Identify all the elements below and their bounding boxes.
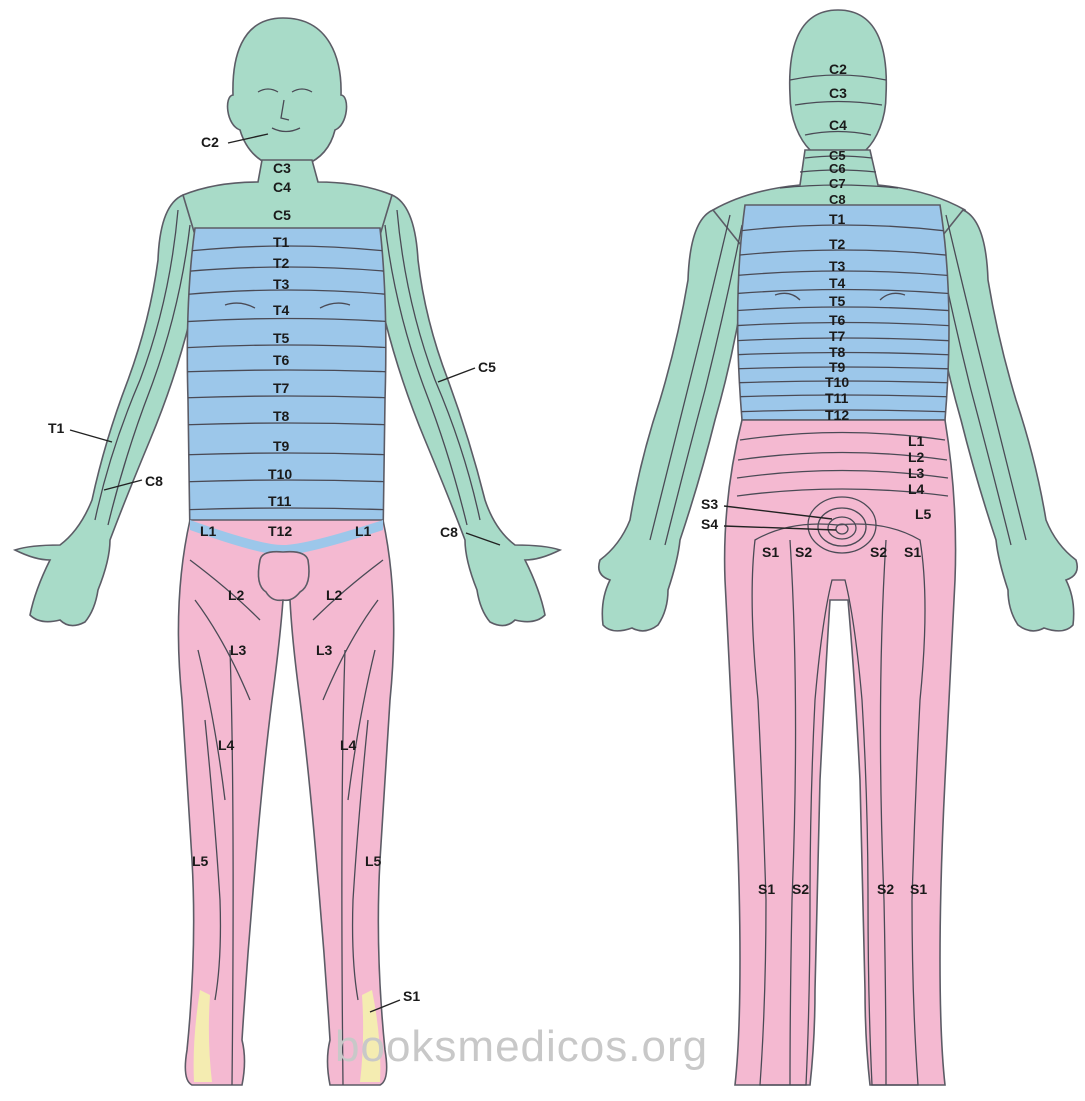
label-arm-left-c8: C8 <box>145 473 163 489</box>
label-p-l4: L4 <box>908 481 925 497</box>
label-p-buttock-s1-left: S1 <box>762 544 779 560</box>
label-left-l2: L2 <box>228 587 245 603</box>
label-p-calf-s2-right: S2 <box>877 881 894 897</box>
label-p-t11: T11 <box>825 390 849 406</box>
label-p-buttock-s2-left: S2 <box>795 544 812 560</box>
label-p-t10: T10 <box>825 374 849 390</box>
label-t3: T3 <box>273 276 290 292</box>
label-t2: T2 <box>273 255 290 271</box>
label-p-t12: T12 <box>825 407 849 423</box>
label-right-l1: L1 <box>355 523 372 539</box>
anterior-legs <box>178 520 393 1085</box>
label-t7: T7 <box>273 380 290 396</box>
label-p-t9: T9 <box>829 359 846 375</box>
label-p-l5: L5 <box>915 506 932 522</box>
label-p-c2: C2 <box>829 61 847 77</box>
label-p-c4: C4 <box>829 117 847 133</box>
label-p-t1: T1 <box>829 211 846 227</box>
label-arm-c5: C5 <box>478 359 496 375</box>
label-p-t5: T5 <box>829 293 846 309</box>
label-t8: T8 <box>273 408 290 424</box>
label-t9: T9 <box>273 438 290 454</box>
label-t1: T1 <box>273 234 290 250</box>
label-p-t8: T8 <box>829 344 846 360</box>
label-p-calf-s2-left: S2 <box>792 881 809 897</box>
label-p-calf-s1-left: S1 <box>758 881 775 897</box>
label-t6: T6 <box>273 352 290 368</box>
label-p-buttock-s2-right: S2 <box>870 544 887 560</box>
label-c4: C4 <box>273 179 291 195</box>
label-left-l1: L1 <box>200 523 217 539</box>
anterior-left-arm <box>15 195 195 626</box>
label-p-c8: C8 <box>829 192 846 207</box>
label-c5: C5 <box>273 207 291 223</box>
label-p-l1: L1 <box>908 433 925 449</box>
label-p-t6: T6 <box>829 312 846 328</box>
label-p-c3: C3 <box>829 85 847 101</box>
label-left-l4: L4 <box>218 737 235 753</box>
label-p-t4: T4 <box>829 275 846 291</box>
label-right-l3: L3 <box>316 642 333 658</box>
label-t5: T5 <box>273 330 290 346</box>
anterior-right-arm <box>380 195 560 626</box>
label-t12: T12 <box>268 523 292 539</box>
label-p-l2: L2 <box>908 449 925 465</box>
label-p-t7: T7 <box>829 328 846 344</box>
label-t4: T4 <box>273 302 290 318</box>
label-p-t3: T3 <box>829 258 846 274</box>
label-p-calf-s1-right: S1 <box>910 881 927 897</box>
label-p-s3: S3 <box>701 496 718 512</box>
label-right-l4: L4 <box>340 737 357 753</box>
label-arm-right-c8: C8 <box>440 524 458 540</box>
label-right-l2: L2 <box>326 587 343 603</box>
label-c3: C3 <box>273 160 291 176</box>
label-p-c6: C6 <box>829 161 846 176</box>
posterior-left-arm <box>599 210 745 631</box>
label-foot-s1: S1 <box>403 988 420 1004</box>
label-t10: T10 <box>268 466 292 482</box>
label-t11: T11 <box>268 493 292 509</box>
label-p-c7: C7 <box>829 176 846 191</box>
label-p-s4: S4 <box>701 516 718 532</box>
label-left-l3: L3 <box>230 642 247 658</box>
label-left-l5: L5 <box>192 853 209 869</box>
watermark-text: booksmedicos.org <box>335 1022 708 1072</box>
label-arm-t1: T1 <box>48 420 65 436</box>
anterior-head <box>228 18 347 180</box>
label-c2-face: C2 <box>201 134 219 150</box>
label-p-t2: T2 <box>829 236 846 252</box>
label-right-l5: L5 <box>365 853 382 869</box>
label-p-l3: L3 <box>908 465 925 481</box>
label-p-buttock-s1-right: S1 <box>904 544 921 560</box>
